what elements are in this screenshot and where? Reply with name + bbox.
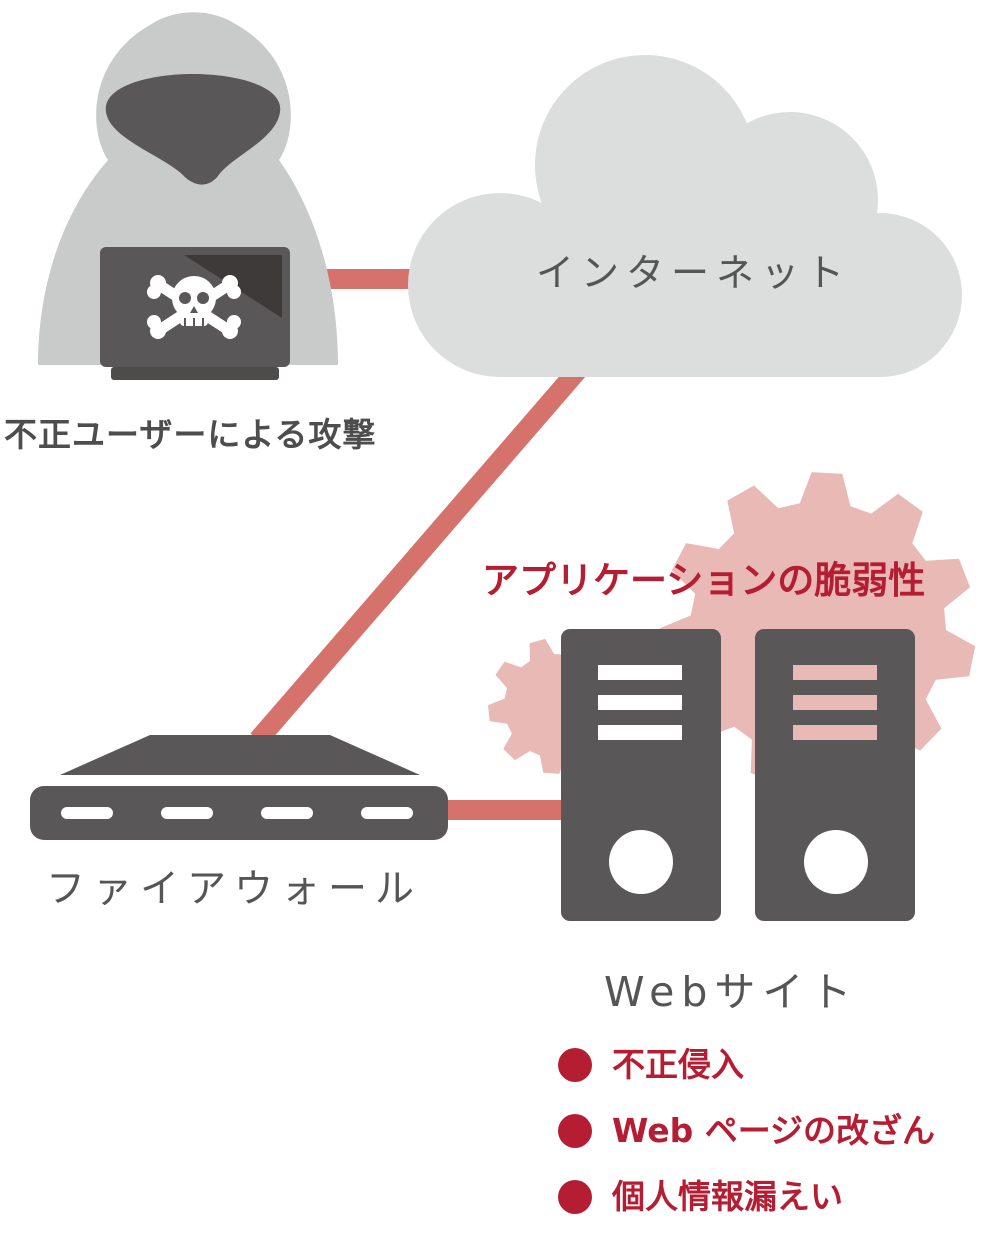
server-icon-left — [561, 629, 721, 921]
risk-list: 不正侵入 Web ページの改ざん 個人情報漏えい — [556, 1040, 935, 1238]
bullet-dot — [558, 1048, 592, 1082]
risk-item: 不正侵入 — [556, 1040, 935, 1106]
server-icon-right — [755, 629, 915, 921]
firewall-icon — [30, 735, 448, 840]
vulnerability-label: アプリケーションの脆弱性 — [482, 559, 926, 602]
risk-text: Web ページの改ざん — [612, 1111, 936, 1150]
bullet-dot — [558, 1180, 592, 1214]
internet-label: インターネット — [536, 251, 852, 295]
firewall-label: ファイアウォール — [46, 867, 423, 912]
risk-item: 個人情報漏えい — [556, 1172, 935, 1238]
skull-icon — [147, 275, 241, 339]
link-internet-firewall — [250, 363, 586, 747]
attacker-icon — [38, 12, 338, 380]
website-label: Webサイト — [604, 968, 859, 1016]
bullet-dot — [558, 1114, 592, 1148]
risk-item: Web ページの改ざん — [556, 1106, 935, 1172]
cloud-icon — [408, 55, 962, 377]
risk-text: 不正侵入 — [612, 1045, 744, 1084]
diagram-canvas — [30, 12, 976, 921]
skull-face — [179, 292, 209, 326]
attacker-label: 不正ユーザーによる攻撃 — [4, 415, 377, 454]
risk-text: 個人情報漏えい — [612, 1177, 843, 1216]
network-diagram: インターネット 不正ユーザーによる攻撃 アプリケーションの脆弱性 ファイアウォー… — [4, 12, 976, 1216]
